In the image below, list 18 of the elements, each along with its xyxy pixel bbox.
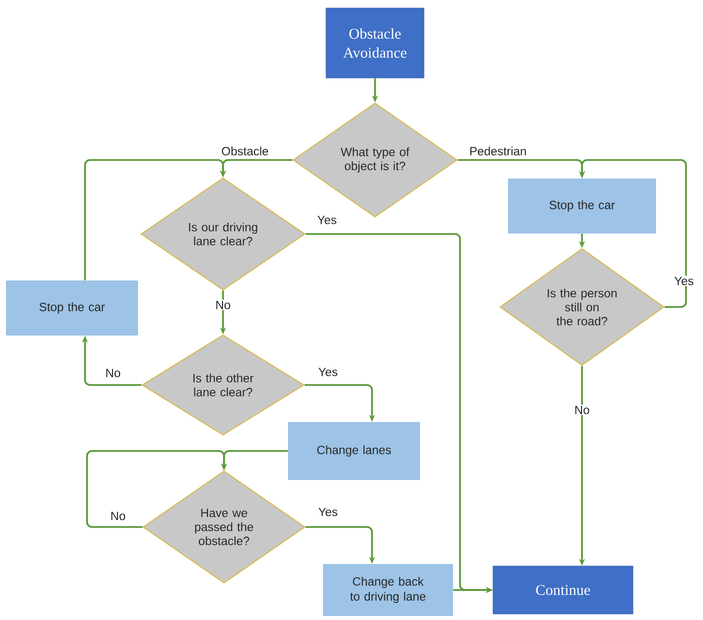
arrow xyxy=(86,450,228,528)
process-box: Change back to driving lane xyxy=(323,564,453,616)
process-box: Change lanes xyxy=(288,422,420,480)
process-box: Stop the car xyxy=(6,280,138,336)
terminal-box: Continue xyxy=(492,566,634,614)
edge-label: Yes xyxy=(316,214,338,226)
edge-label: No xyxy=(109,510,127,522)
edge-label: Yes xyxy=(317,506,339,518)
edge-label: Pedestrian xyxy=(468,146,528,156)
arrow xyxy=(84,159,226,280)
edge-label: No xyxy=(573,404,591,416)
edge-label: Yes xyxy=(673,276,695,286)
process-box: Stop the car xyxy=(508,178,656,234)
edge-label: Yes xyxy=(317,366,339,378)
terminal-box: Obstacle Avoidance xyxy=(326,8,424,78)
edge-label: No xyxy=(104,368,122,378)
edge-label: No xyxy=(214,300,232,310)
edge-label: Obstacle xyxy=(220,146,270,156)
